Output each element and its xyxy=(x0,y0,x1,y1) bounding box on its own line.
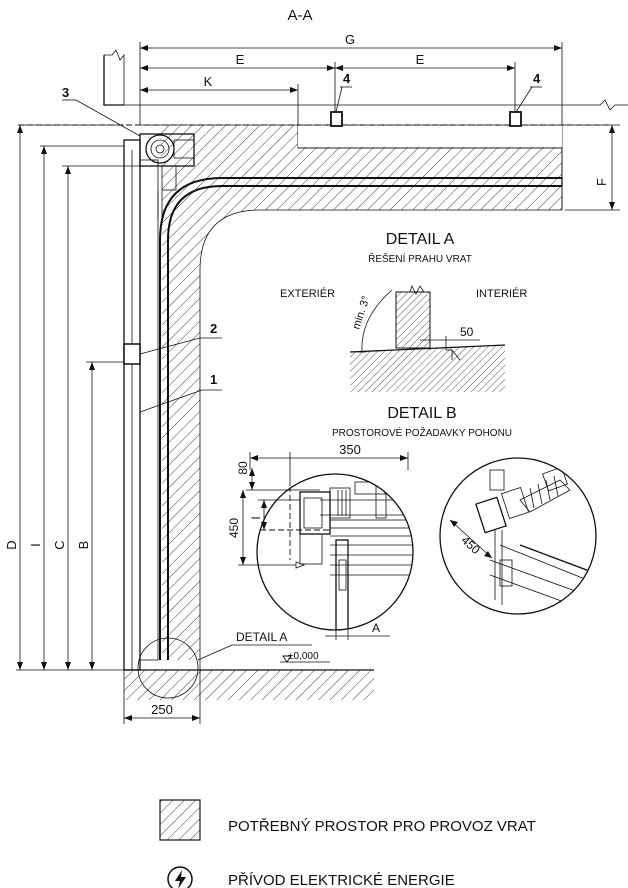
floor-level-label: ±0,000 xyxy=(288,651,319,662)
dimension-g: G xyxy=(140,32,562,51)
dim-f-label: F xyxy=(594,178,609,186)
floor-level-mark: ±0,000 xyxy=(280,651,330,663)
callout-2-box xyxy=(123,343,141,365)
dim-k-label: K xyxy=(204,74,213,89)
legend: POTŘEBNÝ PROSTOR PRO PROVOZ VRAT PŘÍVOD … xyxy=(159,799,536,888)
legend-hatch-label: POTŘEBNÝ PROSTOR PRO PROVOZ VRAT xyxy=(228,818,536,835)
detail-a-subtitle: ŘEŠENÍ PRAHU VRAT xyxy=(368,252,472,265)
detail-b: DETAIL B PROSTOROVÉ POŽADAVKY POHONU xyxy=(227,405,597,640)
detail-b-dim-450-round: 450 xyxy=(459,533,483,557)
detail-b-circle-left xyxy=(256,473,414,631)
legend-hatch-swatch xyxy=(159,799,201,841)
callout-1-label: 1 xyxy=(210,372,217,387)
callout-4b-label: 4 xyxy=(533,71,541,86)
dimension-c: C xyxy=(52,165,140,670)
floor xyxy=(123,637,374,700)
callout-2: 2 xyxy=(139,321,222,355)
callout-4a-box xyxy=(330,111,343,127)
callout-4b-box xyxy=(509,111,522,127)
door-panel xyxy=(123,139,159,671)
detail-b-dim-80: 80 xyxy=(236,461,250,475)
dimension-f: F xyxy=(560,124,620,211)
detail-b-dim-i: I xyxy=(249,516,263,519)
callout-3: 3 xyxy=(62,85,141,137)
callout-4b: 4 xyxy=(515,71,542,113)
dim-b-label: B xyxy=(76,541,91,550)
detail-a-pointer-label: DETAIL A xyxy=(236,630,287,644)
ceiling-required-space xyxy=(140,124,563,660)
detail-b-dim-350: 350 xyxy=(339,442,361,457)
detail-a-exterior: EXTERIÉR xyxy=(280,287,335,300)
callout-1: 1 xyxy=(139,372,222,413)
dimension-250: 250 xyxy=(123,660,201,724)
callout-3-label: 3 xyxy=(62,85,69,100)
detail-b-circle-right xyxy=(439,457,597,615)
dim-250-label: 250 xyxy=(151,702,173,717)
detail-b-dim-a: A xyxy=(372,621,380,635)
detail-a-slope: min. 3° xyxy=(350,295,372,331)
dim-e-right-label: E xyxy=(416,52,425,67)
dim-g-label: G xyxy=(345,32,355,47)
detail-b-title: DETAIL B xyxy=(387,405,456,422)
detail-a-interior: INTERIÉR xyxy=(476,287,527,300)
detail-b-dim-450: 450 xyxy=(227,518,241,538)
dimension-i: I xyxy=(28,145,124,670)
dim-c-label: C xyxy=(52,540,67,549)
dimension-e-right: E xyxy=(335,52,515,71)
track-curve xyxy=(159,177,563,660)
legend-power-label: PŘÍVOD ELEKTRICKÉ ENERGIE xyxy=(228,872,455,888)
callout-4a: 4 xyxy=(335,71,352,113)
detail-a-pointer: DETAIL A xyxy=(197,630,312,661)
section-title: A-A xyxy=(287,7,312,24)
dim-i-label: I xyxy=(28,543,43,547)
detail-a-dim-50: 50 xyxy=(460,325,474,339)
detail-a: DETAIL A ŘEŠENÍ PRAHU VRAT EXTERIÉR INTE… xyxy=(280,231,527,392)
dimension-k: K xyxy=(140,74,298,93)
detail-b-subtitle: PROSTOROVÉ POŽADAVKY POHONU xyxy=(332,426,512,439)
callout-4a-label: 4 xyxy=(343,71,351,86)
callout-2-label: 2 xyxy=(210,321,217,336)
dim-d-label: D xyxy=(4,540,19,549)
detail-a-circle xyxy=(137,637,199,699)
dimension-e-left: E xyxy=(140,52,335,71)
dim-e-left-label: E xyxy=(236,52,245,67)
building-outline xyxy=(18,49,628,126)
power-icon xyxy=(167,866,193,888)
detail-a-title: DETAIL A xyxy=(386,231,455,248)
dimension-d: D xyxy=(4,124,124,670)
dimension-b: B xyxy=(76,361,124,670)
motor-drive xyxy=(139,133,195,225)
